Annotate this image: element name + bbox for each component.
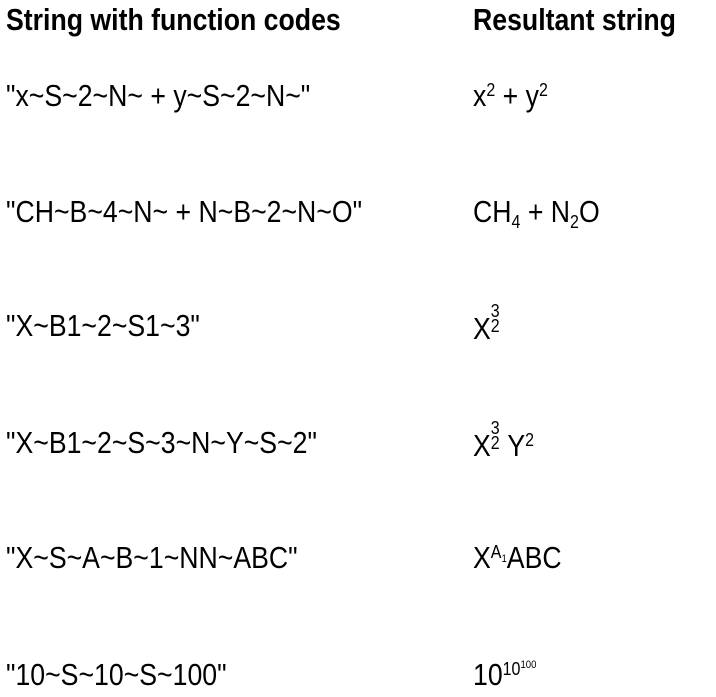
result-superscript: 2 <box>486 78 496 100</box>
code-string: "X~B1~2~S~3~N~Y~S~2" <box>6 425 317 460</box>
result-superscript: A1 <box>490 540 507 565</box>
result-base: X <box>473 428 491 463</box>
result-string: 1010100 <box>473 657 536 693</box>
result-base: X <box>473 311 491 346</box>
result-base: X <box>473 540 491 575</box>
result-string: CH4 + N2O <box>473 194 600 230</box>
result-string: XA1ABC <box>473 540 562 576</box>
code-string: "CH~B~4~N~ + N~B~2~N~O" <box>6 194 363 229</box>
code-string: "x~S~2~N~ + y~S~2~N~" <box>6 78 311 113</box>
superscript-base: A <box>490 540 502 562</box>
result-base: 10 <box>473 657 503 692</box>
result-string: x2 + y2 <box>473 78 548 114</box>
result-subscript: 2 <box>490 432 500 454</box>
superscript-base: 10 <box>502 657 521 679</box>
result-text: + N <box>520 194 571 229</box>
result-subscript: 2 <box>490 315 500 337</box>
superscript-subscript: 1 <box>501 552 507 565</box>
code-string: "10~S~10~S~100" <box>6 657 227 692</box>
header-code-column: String with function codes <box>6 2 341 37</box>
result-text: + y <box>495 78 539 113</box>
code-string: "X~S~A~B~1~NN~ABC" <box>6 540 298 575</box>
result-subscript: 4 <box>511 210 521 232</box>
result-text: ABC <box>506 540 562 575</box>
result-base: CH <box>473 194 512 229</box>
result-subscript: 2 <box>570 210 579 232</box>
header-result-column: Resultant string <box>473 2 676 37</box>
superscript-superscript: 100 <box>520 659 537 672</box>
result-superscript: 10100 <box>503 658 537 679</box>
result-text: Y <box>507 428 526 463</box>
result-text: O <box>578 194 600 229</box>
result-superscript: 2 <box>525 428 535 450</box>
result-superscript: 2 <box>538 78 548 100</box>
code-string: "X~B1~2~S1~3" <box>6 308 200 343</box>
result-base: x <box>473 78 487 113</box>
result-superscript: 3 <box>490 417 500 439</box>
result-superscript: 3 <box>490 300 500 322</box>
